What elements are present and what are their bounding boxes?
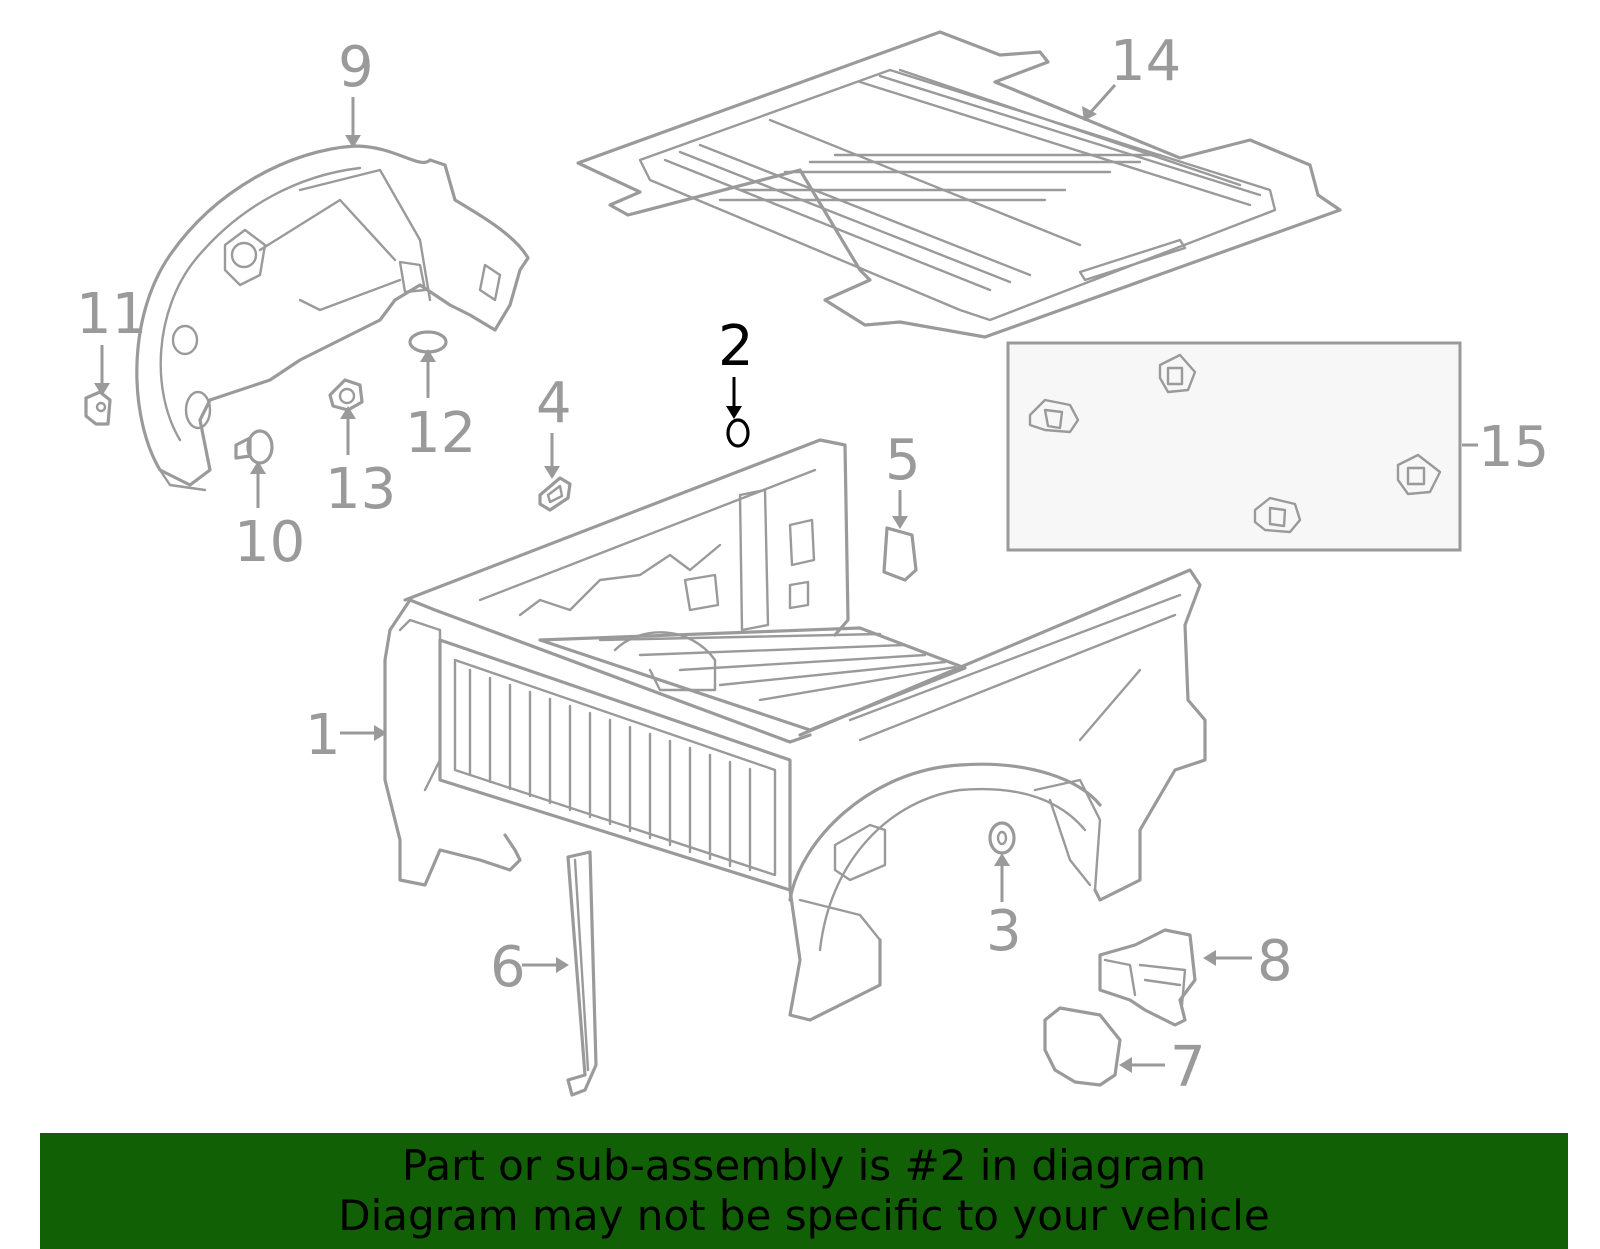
banner-line-2: Diagram may not be specific to your vehi… [338,1191,1270,1240]
callout-9: 9 [338,35,374,100]
callout-7: 7 [1170,1035,1206,1100]
banner-line-1: Part or sub-assembly is #2 in diagram [401,1141,1207,1190]
callout-labels: 9 11 12 13 10 4 2 5 14 15 1 3 6 8 7 [76,29,1549,1100]
callout-10: 10 [234,510,305,575]
part-9-wheelhouse-liner[interactable] [135,144,530,492]
info-banner: Part or sub-assembly is #2 in diagram Di… [40,1133,1568,1249]
clip-1 [1028,398,1080,434]
part-3-grommet[interactable] [988,821,1016,855]
callout-8: 8 [1257,929,1293,994]
callout-12: 12 [405,401,476,466]
clip-4 [1396,453,1442,496]
callout-2: 2 [718,314,754,379]
clip-2 [1158,353,1197,394]
part-14-bed-mat[interactable] [576,30,1342,339]
leader-lines [94,84,1478,1073]
callout-6: 6 [490,935,526,1000]
part-11-clip[interactable] [84,390,112,426]
part-8-fuel-pocket[interactable] [1098,928,1197,1027]
callout-11: 11 [76,282,147,347]
callout-5: 5 [885,428,921,493]
clip-3 [1253,496,1302,534]
callout-1: 1 [305,703,341,768]
callout-3: 3 [986,899,1022,964]
part-10-bolt[interactable] [234,429,274,465]
part-15-clip-kit[interactable] [1006,341,1462,552]
callout-13: 13 [325,457,396,522]
part-1-pickup-box[interactable] [383,438,1207,1022]
callout-4: 4 [536,371,572,436]
callout-15: 15 [1478,415,1549,480]
part-2-grommet[interactable] [726,418,750,448]
part-7-fuel-door[interactable] [1043,1006,1122,1087]
part-13-nut[interactable] [328,378,364,412]
parts-diagram: 9 11 12 13 10 4 2 5 14 15 1 3 6 8 7 [76,29,1549,1100]
part-6-strip[interactable] [566,850,598,1097]
callout-14: 14 [1110,29,1181,94]
part-4-plug[interactable] [538,476,572,512]
part-5-cap[interactable] [882,526,918,582]
